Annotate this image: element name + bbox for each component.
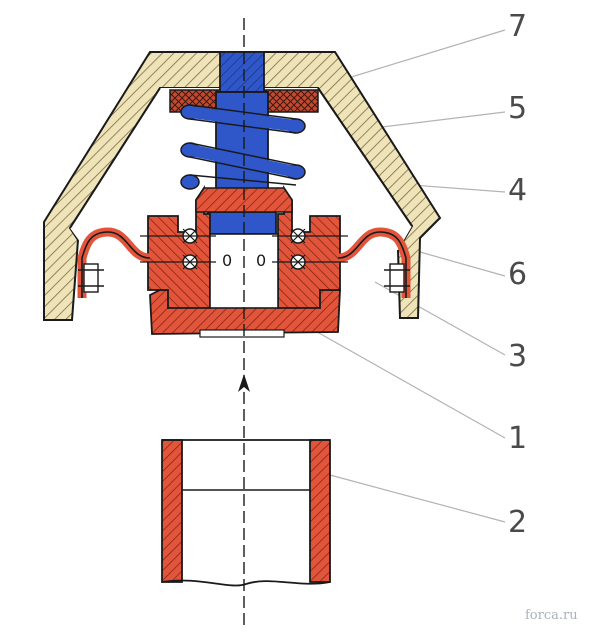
sleeve-break-line	[161, 579, 331, 587]
wall-bolts-part-3	[140, 235, 348, 263]
bottom-slot	[199, 329, 285, 338]
leader-line-2	[329, 474, 506, 523]
bolt-left	[83, 263, 99, 293]
flow-arrow	[238, 374, 250, 392]
valve-left-wall	[147, 185, 211, 309]
housing-part-7	[43, 51, 442, 321]
housing-cavity	[70, 88, 412, 250]
leader-line-7	[334, 29, 506, 83]
callout-6: 6	[508, 257, 528, 292]
callout-5: 5	[508, 91, 528, 126]
leader-line-6	[419, 251, 506, 277]
spindle-head	[207, 211, 277, 235]
piston-marking-right: 0	[256, 251, 266, 270]
callout-7: 7	[508, 9, 528, 44]
leader-line-1	[309, 327, 506, 439]
sleeve-part-2	[161, 439, 331, 587]
spring-part-4	[180, 104, 306, 190]
leader-line-3	[374, 281, 506, 356]
bolt-right	[389, 263, 405, 293]
callout-1: 1	[508, 421, 528, 456]
valve-right-wall	[277, 185, 341, 309]
fastener-bolts	[78, 263, 410, 293]
sleeve-right-wall	[309, 439, 331, 583]
diaphragm-part-6	[77, 227, 411, 298]
watermark: forca.ru	[525, 608, 578, 623]
callout-3: 3	[508, 339, 528, 374]
callout-4: 4	[508, 173, 528, 208]
piston-marking-left: 0	[222, 251, 232, 270]
spindle-top	[219, 51, 265, 93]
piston-markings: 0 0	[222, 251, 266, 270]
sleeve-left-wall	[161, 439, 183, 583]
callout-2: 2	[508, 505, 528, 540]
